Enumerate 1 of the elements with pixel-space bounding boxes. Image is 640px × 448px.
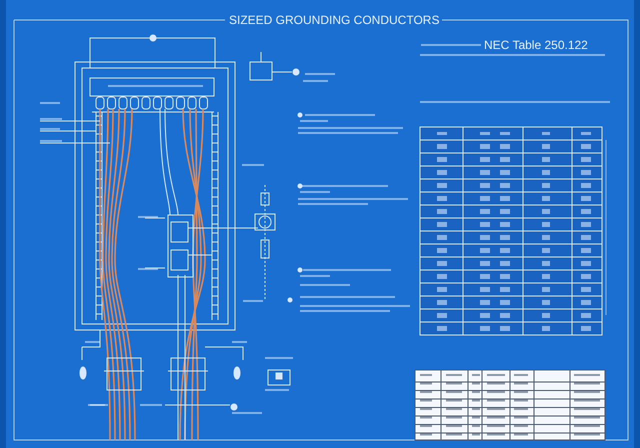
table-heading: NEC Table 250.122 — [484, 38, 588, 52]
